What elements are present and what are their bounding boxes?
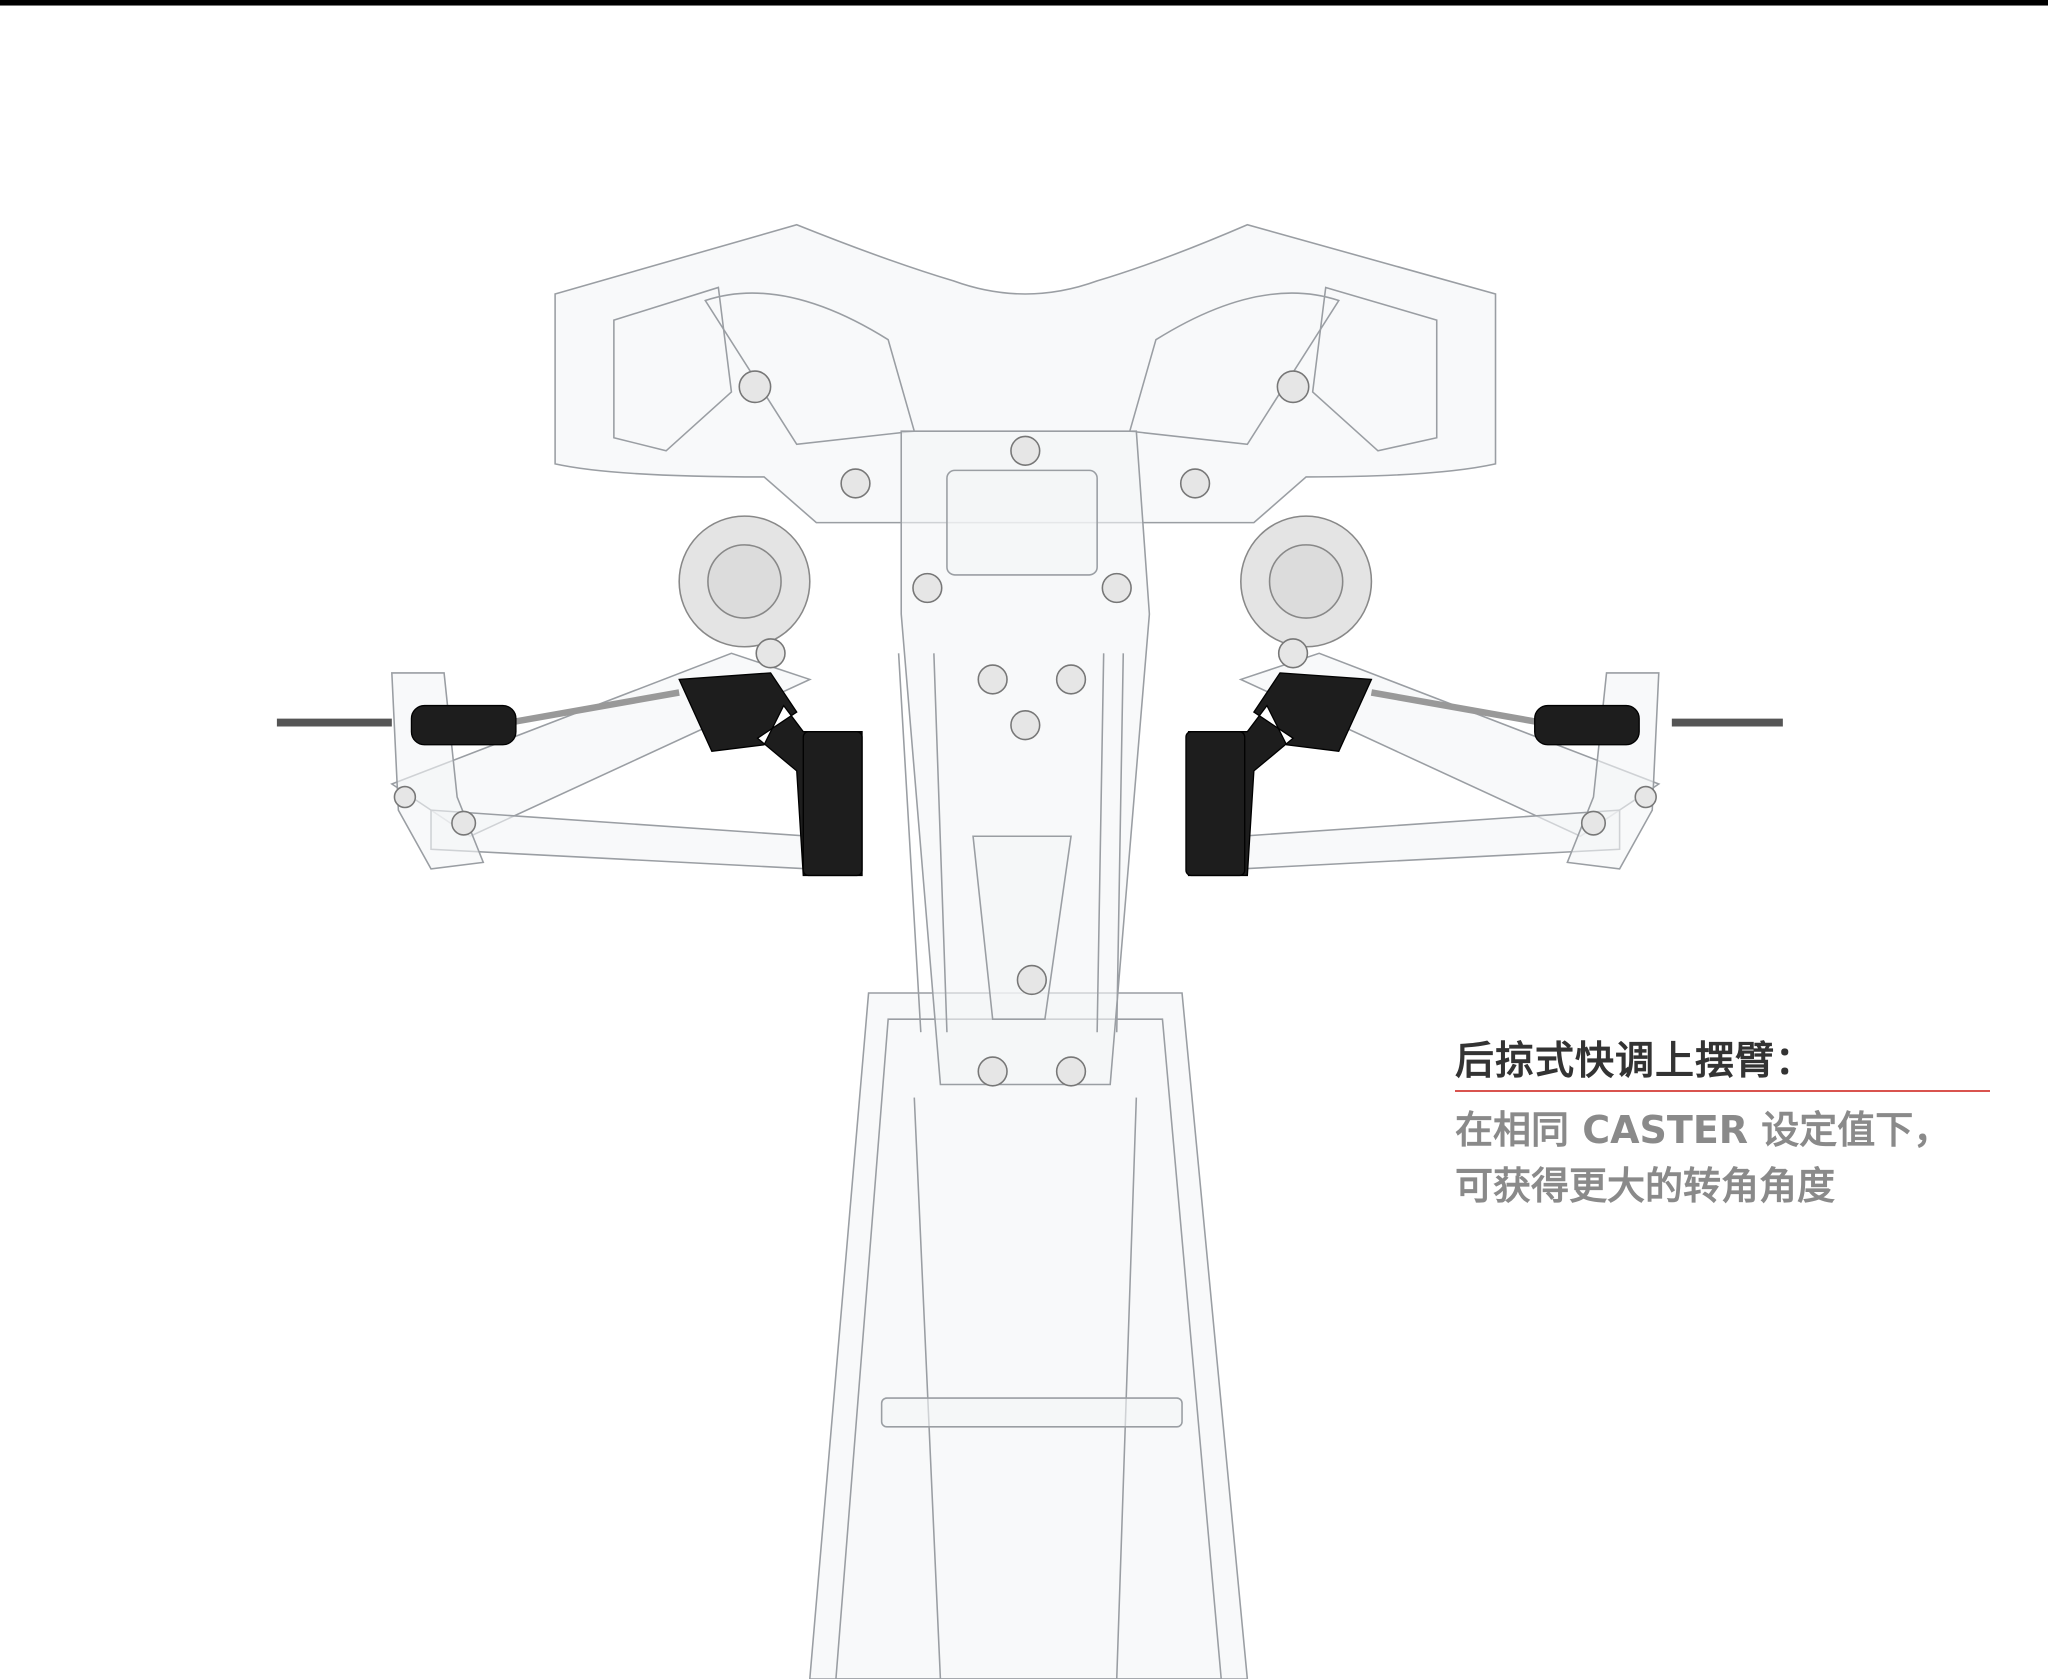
- feature-caption: 后掠式快调上摆臂： 在相同 CASTER 设定值下， 可获得更大的转角角度: [1455, 1036, 1995, 1214]
- top-border: [0, 0, 2048, 6]
- front-bumper-plate: [554, 223, 1497, 524]
- caption-underline: [1455, 1090, 1990, 1092]
- caption-body: 在相同 CASTER 设定值下， 可获得更大的转角角度: [1455, 1102, 1995, 1214]
- caption-line-2: 可获得更大的转角角度: [1455, 1164, 1836, 1208]
- caption-line-1: 在相同 CASTER 设定值下，: [1455, 1108, 1952, 1152]
- caption-title: 后掠式快调上摆臂：: [1455, 1039, 1816, 1084]
- bulkhead: [900, 430, 1151, 1086]
- main-chassis-plate: [809, 992, 1249, 1679]
